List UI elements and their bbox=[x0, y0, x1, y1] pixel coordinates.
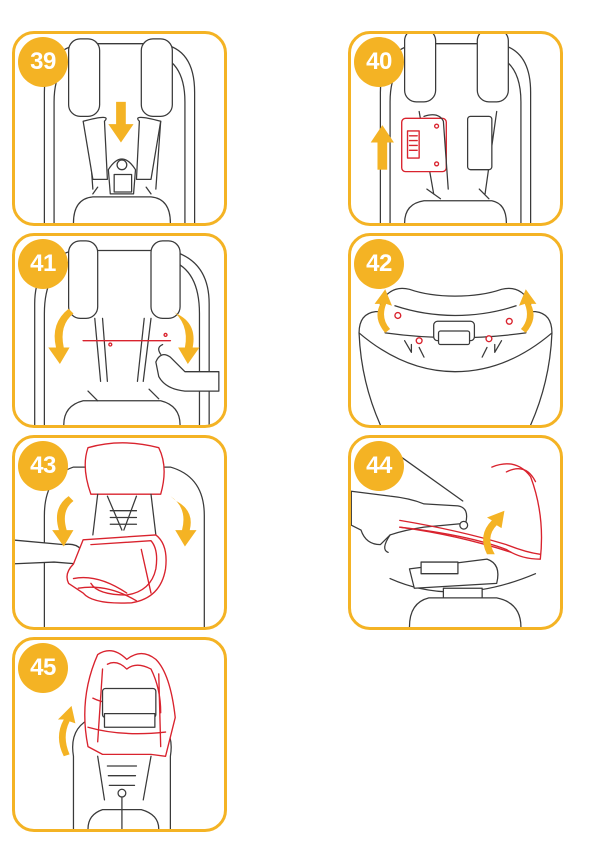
step-43-panel: 43 bbox=[12, 435, 227, 630]
step-40-number: 40 bbox=[366, 48, 392, 75]
step-41-illustration bbox=[34, 240, 220, 425]
step-43-number: 43 bbox=[30, 452, 56, 479]
step-42-badge: 42 bbox=[354, 239, 404, 289]
step-44-panel: 44 bbox=[348, 435, 563, 630]
step-39-badge: 39 bbox=[18, 37, 68, 87]
step-40-illustration bbox=[370, 34, 532, 223]
step-40-badge: 40 bbox=[354, 37, 404, 87]
step-41-number: 41 bbox=[30, 250, 56, 277]
step-45-number: 45 bbox=[30, 654, 56, 681]
step-39-illustration bbox=[43, 38, 196, 223]
step-39-number: 39 bbox=[30, 48, 56, 75]
step-44-illustration bbox=[351, 447, 543, 627]
step-41-panel: 41 bbox=[12, 233, 227, 428]
step-45-illustration bbox=[57, 649, 176, 829]
step-45-panel: 45 bbox=[12, 637, 227, 832]
step-45-badge: 45 bbox=[18, 643, 68, 693]
step-43-badge: 43 bbox=[18, 441, 68, 491]
step-42-panel: 42 bbox=[348, 233, 563, 428]
step-40-panel: 40 bbox=[348, 31, 563, 226]
step-43-illustration bbox=[15, 442, 205, 627]
step-44-badge: 44 bbox=[354, 441, 404, 491]
step-41-badge: 41 bbox=[18, 239, 68, 289]
step-42-illustration bbox=[358, 287, 553, 425]
step-42-number: 42 bbox=[366, 250, 392, 277]
step-44-number: 44 bbox=[366, 452, 392, 479]
step-39-panel: 39 bbox=[12, 31, 227, 226]
